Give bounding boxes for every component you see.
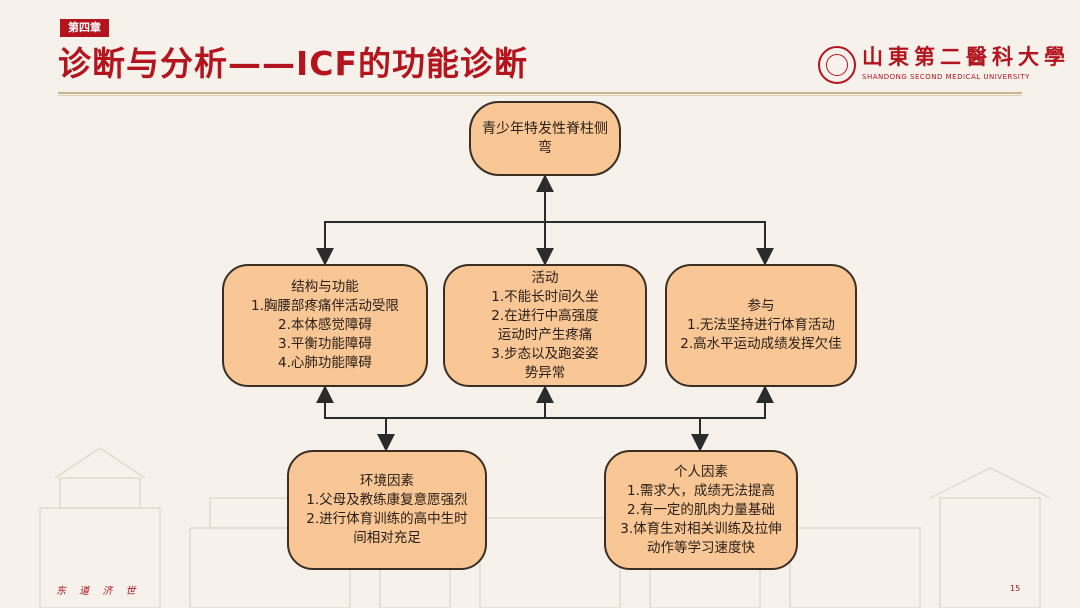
logo-chinese-name: 山東第二醫科大學 — [862, 44, 1070, 69]
footer-motto: 东 道 济 世 — [56, 586, 141, 597]
node-activity-item: 势异常 — [524, 364, 566, 381]
node-structure-item: 2.本体感觉障碍 — [278, 317, 372, 333]
node-personal-title: 个人因素 — [674, 463, 728, 480]
node-structure-item: 1.胸腰部疼痛伴活动受限 — [251, 298, 399, 314]
node-personal: 个人因素 1.需求大，成绩无法提高 2.有一定的肌肉力量基础 3.体育生对相关训… — [604, 450, 798, 570]
node-participation: 参与 1.无法坚持进行体育活动 2.高水平运动成绩发挥欠佳 — [665, 264, 857, 387]
node-activity: 活动 1.不能长时间久坐 2.在进行中高强度 运动时产生疼痛 3.步态以及跑姿姿… — [443, 264, 647, 387]
connector-upper-bus — [316, 221, 774, 266]
node-activity-item: 1.不能长时间久坐 — [491, 288, 599, 305]
node-environment: 环境因素 1.父母及教练康复意愿强烈 2.进行体育训练的高中生时 间相对充足 — [287, 450, 487, 570]
title-divider — [58, 92, 1022, 94]
node-environment-item: 2.进行体育训练的高中生时 — [306, 511, 468, 527]
node-environment-item: 1.父母及教练康复意愿强烈 — [306, 492, 468, 508]
node-structure-item: 4.心肺功能障碍 — [278, 355, 372, 371]
node-activity-title: 活动 — [531, 269, 559, 286]
university-logo: 山東第二醫科大學 SHANDONG SECOND MEDICAL UNIVERS… — [818, 44, 1065, 90]
node-ais-label: 青少年特发性脊柱侧弯 — [482, 120, 608, 156]
node-structure-title: 结构与功能 — [291, 279, 359, 295]
node-environment-title: 环境因素 — [360, 473, 414, 489]
node-participation-item: 2.高水平运动成绩发挥欠佳 — [680, 336, 842, 352]
node-participation-item: 1.无法坚持进行体育活动 — [687, 317, 835, 333]
node-activity-item: 2.在进行中高强度 — [491, 307, 599, 324]
slide-title: 诊断与分析——ICF的功能诊断 — [58, 44, 529, 83]
university-seal-icon — [818, 46, 856, 84]
node-ais: 青少年特发性脊柱侧弯 — [469, 101, 621, 176]
title-divider-thin — [58, 95, 1022, 96]
chapter-tag: 第四章 — [60, 19, 109, 37]
node-activity-item: 运动时产生疼痛 — [497, 326, 593, 343]
node-personal-item: 3.体育生对相关训练及拉伸 — [620, 520, 782, 537]
node-personal-item: 2.有一定的肌肉力量基础 — [627, 501, 775, 518]
page-number: 15 — [1010, 584, 1021, 593]
node-participation-title: 参与 — [747, 298, 775, 314]
node-activity-item: 3.步态以及跑姿姿 — [491, 345, 599, 362]
node-personal-item: 动作等学习速度快 — [647, 539, 755, 556]
node-structure-item: 3.平衡功能障碍 — [278, 336, 372, 352]
logo-english-name: SHANDONG SECOND MEDICAL UNIVERSITY — [862, 73, 1030, 81]
node-structure-function: 结构与功能 1.胸腰部疼痛伴活动受限 2.本体感觉障碍 3.平衡功能障碍 4.心… — [222, 264, 428, 387]
node-environment-item: 间相对充足 — [353, 530, 421, 546]
node-personal-item: 1.需求大，成绩无法提高 — [627, 482, 775, 499]
